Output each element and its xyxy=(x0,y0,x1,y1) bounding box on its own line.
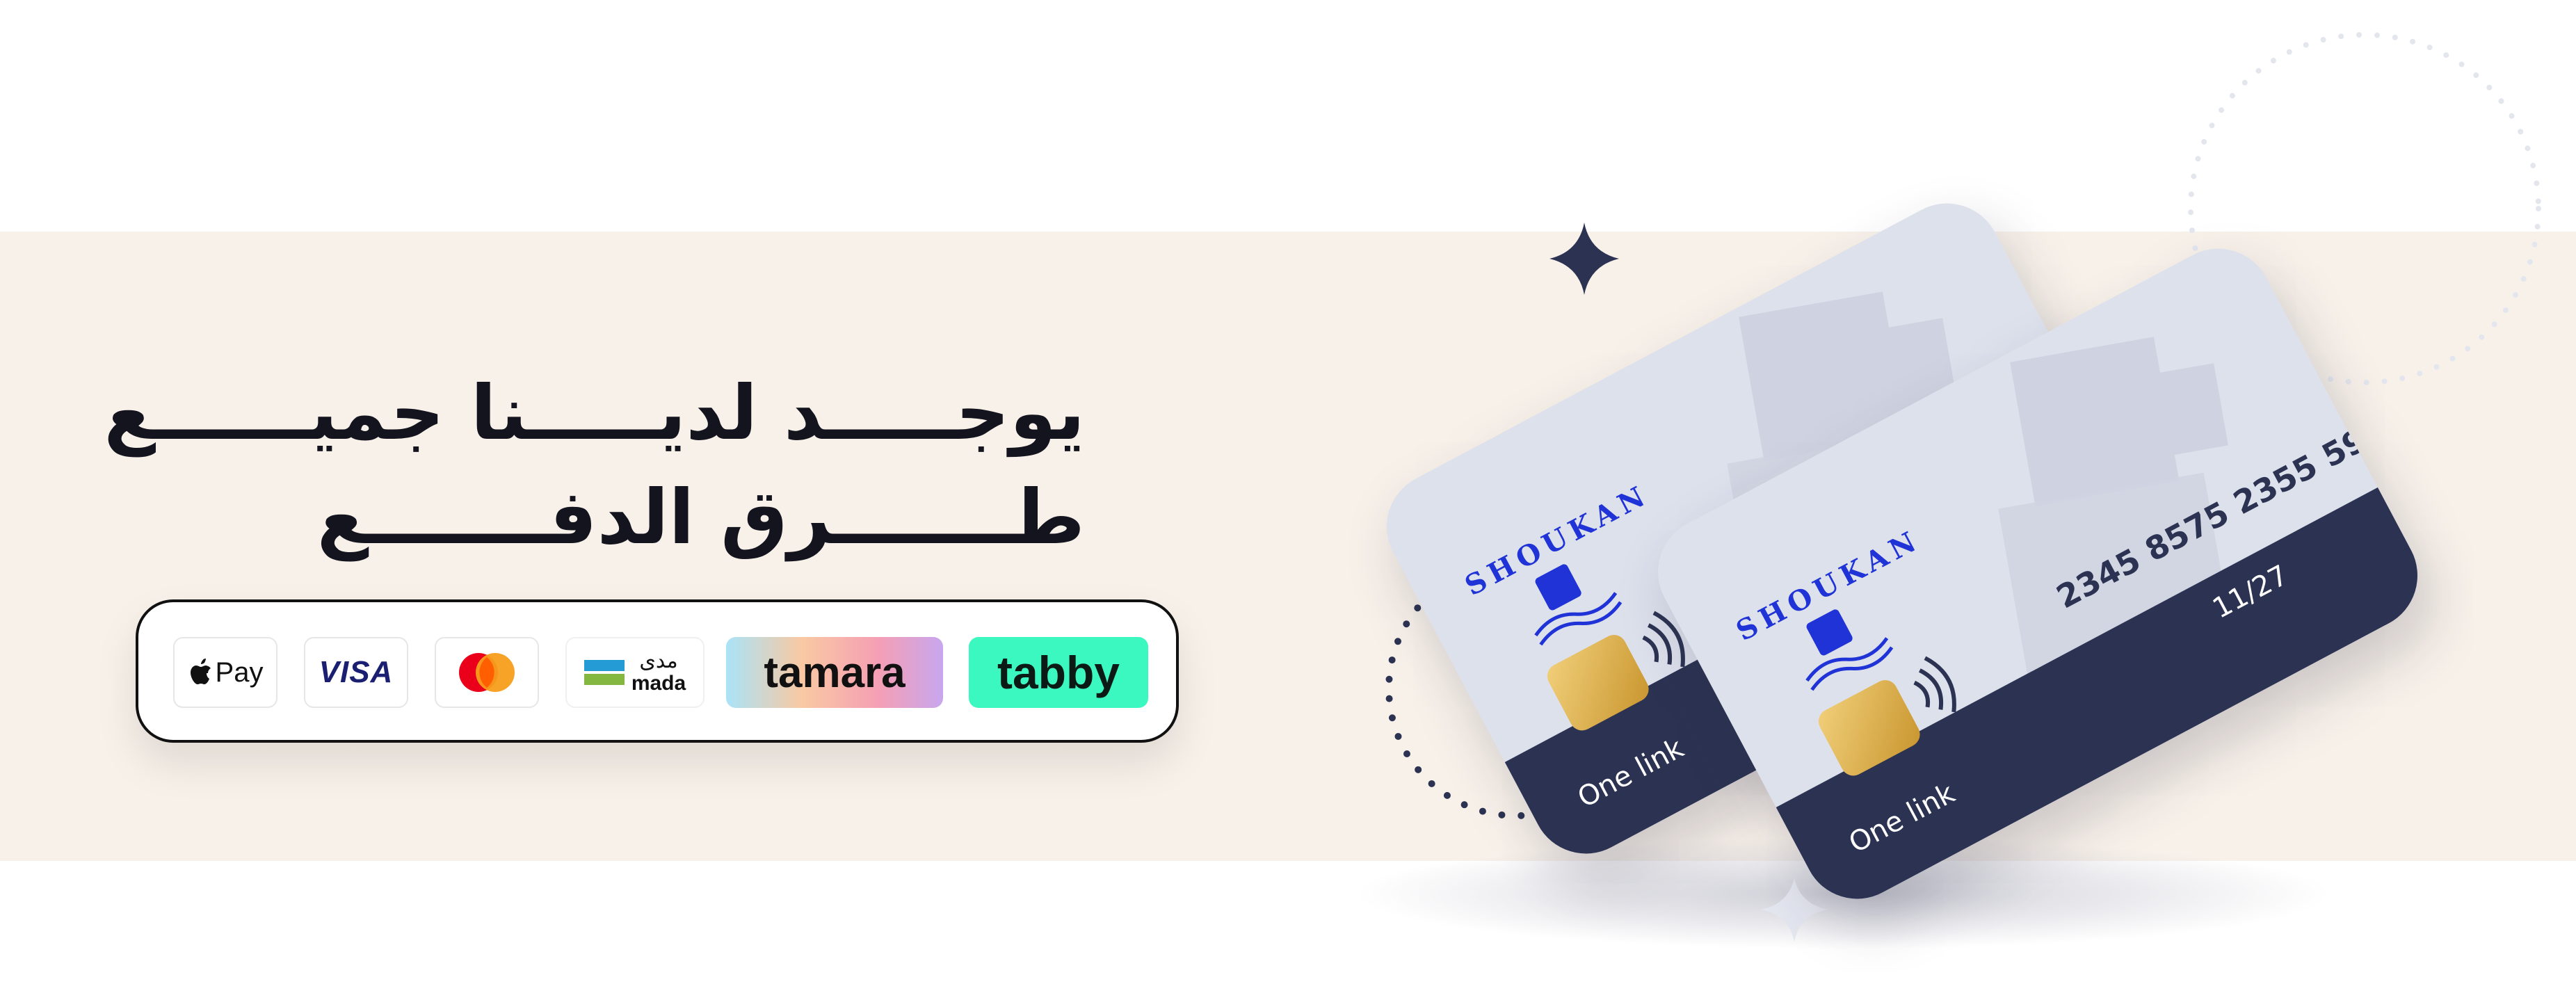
mada-label-ar: مدى xyxy=(639,649,678,673)
brand-logo-icon xyxy=(1805,609,1894,691)
brand-logo-icon xyxy=(1534,564,1623,646)
headline: يوجـــــد لديـــــنا جميــــــع طـــــــ… xyxy=(104,362,1085,570)
headline-line-1: يوجـــــد لديـــــنا جميــــــع xyxy=(104,370,1085,457)
card-back: One link SHOUKAN xyxy=(1367,184,2166,873)
tamara-label: tamara xyxy=(764,648,905,697)
mada-stripes-icon xyxy=(583,660,625,685)
tabby-label: tabby xyxy=(997,647,1120,698)
sparkle-icon xyxy=(1549,223,1619,295)
visa-logo: VISA xyxy=(304,637,408,708)
mada-logo: مدى mada xyxy=(565,637,705,708)
contactless-icon xyxy=(1913,656,1956,713)
tamara-logo: tamara xyxy=(726,637,943,708)
contactless-icon xyxy=(1642,611,1685,668)
mastercard-icon xyxy=(459,653,515,692)
sparkle-icon-light xyxy=(1761,878,1828,942)
apple-pay-label: Pay xyxy=(215,656,264,688)
tabby-logo: tabby xyxy=(969,637,1148,708)
headline-line-2: طـــــــرق الدفـــــــع xyxy=(316,474,1085,561)
apple-icon xyxy=(190,659,211,684)
card-front: One link 11/27 2345 8575 2355 5964 SHOUK… xyxy=(1639,229,2437,918)
mada-label: mada xyxy=(631,672,686,695)
payment-methods-box: Pay VISA مدى mada tamara tabby xyxy=(136,599,1179,743)
apple-pay-logo: Pay xyxy=(173,637,277,708)
dotted-circle-right xyxy=(2188,32,2541,385)
mastercard-logo xyxy=(435,637,539,708)
visa-label: VISA xyxy=(319,655,394,689)
